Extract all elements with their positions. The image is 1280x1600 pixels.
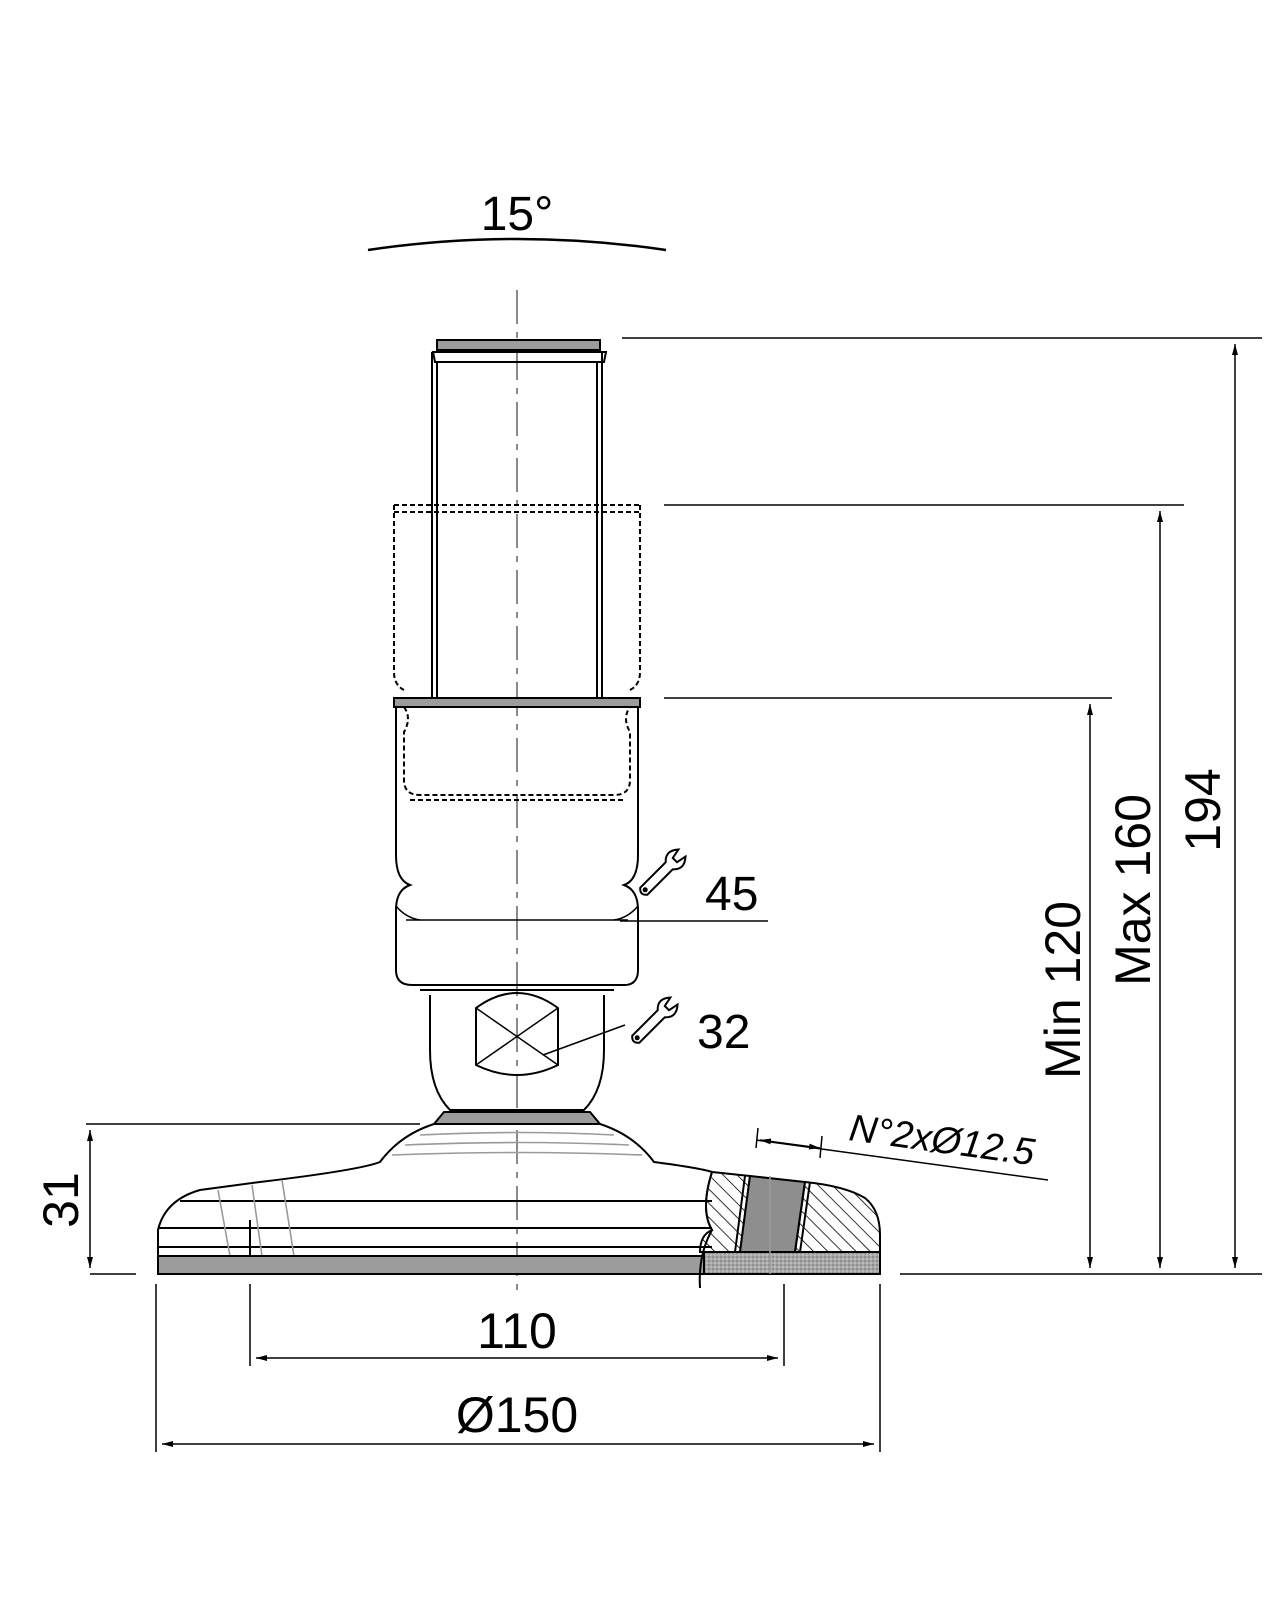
height-total-label: 194 xyxy=(1175,768,1231,851)
wrench-32: 32 xyxy=(631,996,750,1059)
height-max-label: Max 160 xyxy=(1105,794,1161,986)
rubber-pad xyxy=(157,1255,705,1275)
dim-max-160: Max 160 xyxy=(664,504,1184,1268)
hole-spacing-label: 110 xyxy=(477,1303,557,1359)
base-height-label: 31 xyxy=(33,1172,89,1228)
wrench-icon xyxy=(631,996,679,1044)
threaded-stud xyxy=(431,339,608,700)
extended-body-outline xyxy=(393,504,641,691)
tilt-arc xyxy=(367,237,667,252)
wrench-icon xyxy=(639,848,687,896)
adjuster-body xyxy=(395,706,639,986)
dim-194: 194 xyxy=(622,337,1262,1268)
collar-band xyxy=(393,697,641,708)
base-foot xyxy=(157,1111,881,1289)
wrench-45-label: 45 xyxy=(705,868,758,921)
base-diameter-label: Ø150 xyxy=(456,1387,578,1443)
dim-31: 31 xyxy=(33,1123,420,1268)
dim-min-120: Min 120 xyxy=(664,697,1112,1268)
hole-callout: N°2xØ12.5 xyxy=(755,1107,1049,1181)
angle-label: 15° xyxy=(481,188,554,241)
dim-150: Ø150 xyxy=(155,1284,881,1452)
dim-110: 110 xyxy=(249,1284,785,1366)
holes-label: N°2xØ12.5 xyxy=(847,1107,1038,1174)
ball-joint xyxy=(420,989,626,1111)
wrench-45: 45 xyxy=(620,848,768,922)
wrench-32-label: 32 xyxy=(697,1006,750,1059)
height-min-label: Min 120 xyxy=(1035,901,1091,1079)
